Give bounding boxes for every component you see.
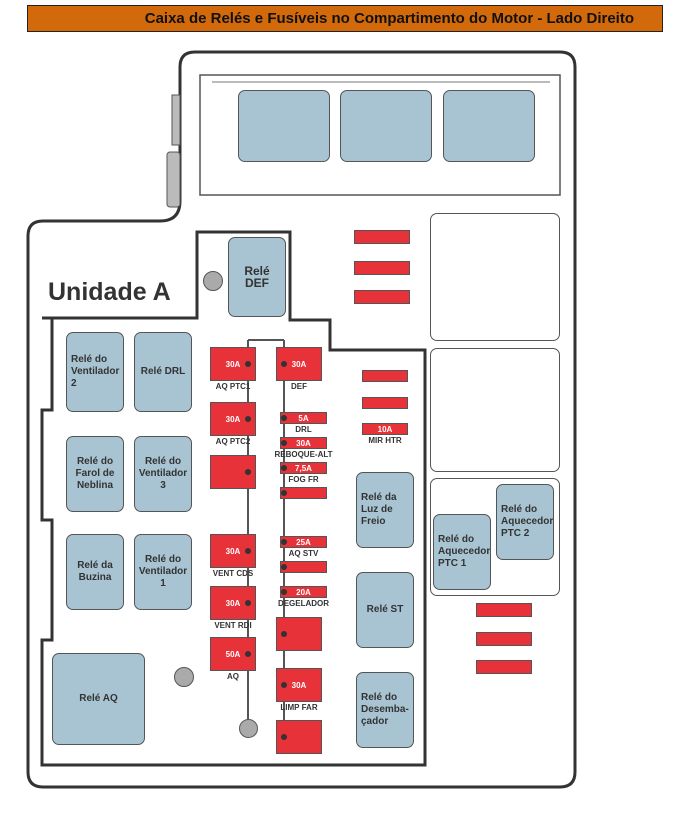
fuse[interactable]: 20A xyxy=(280,586,327,598)
relay-label: Relé do Aquecedor PTC 1 xyxy=(438,534,491,569)
fuse[interactable]: 30A xyxy=(280,437,327,449)
connection-dot xyxy=(245,548,251,554)
fuse[interactable]: 30A xyxy=(210,534,256,568)
relay-label: Relé DEF xyxy=(244,264,270,290)
fuse[interactable]: 30A xyxy=(210,347,256,381)
relay[interactable]: Relé da Buzina xyxy=(66,534,124,610)
fuse-label: VENT RDI xyxy=(214,621,252,630)
connection-dot xyxy=(281,682,287,688)
fuse-rating: 30A xyxy=(225,359,241,369)
mounting-bolt xyxy=(174,667,194,687)
connection-dot xyxy=(245,469,251,475)
fuse-rating: 50A xyxy=(225,649,241,659)
connection-dot xyxy=(245,651,251,657)
fuse-label: DRL xyxy=(295,425,312,434)
fuse[interactable] xyxy=(362,370,408,382)
fuse[interactable] xyxy=(476,603,532,617)
fuse[interactable]: 25A xyxy=(280,536,327,548)
top-relay-3[interactable] xyxy=(443,90,535,162)
fuse-label: VENT CDS xyxy=(212,569,254,578)
connection-dot xyxy=(281,589,287,595)
fuse[interactable] xyxy=(476,660,532,674)
fuse[interactable] xyxy=(354,261,410,275)
fuse[interactable] xyxy=(362,397,408,409)
mounting-bolt xyxy=(203,271,223,291)
fuse-label: FOG FR xyxy=(288,475,319,484)
fuse-label: DEGELADOR xyxy=(277,599,330,608)
relay-label: Relé do Aquecedor PTC 2 xyxy=(501,504,554,539)
connection-dot xyxy=(281,490,287,496)
connection-dot xyxy=(281,361,287,367)
relay[interactable]: Relé do Aquecedor PTC 2 xyxy=(496,484,554,560)
relay[interactable]: Relé AQ xyxy=(52,653,145,745)
fuse-rating: 30A xyxy=(291,680,307,690)
fuse-rating: 30A xyxy=(225,598,241,608)
empty-slot-2 xyxy=(430,348,560,472)
relay[interactable]: Relé ST xyxy=(356,572,414,648)
relay[interactable]: Relé do Ventilador 1 xyxy=(134,534,192,610)
relay-label: Relé do Ventilador 2 xyxy=(71,354,120,389)
connection-dot xyxy=(245,600,251,606)
connection-dot xyxy=(281,539,287,545)
relay-label: Relé da Luz de Freio xyxy=(361,492,397,527)
empty-slot-1 xyxy=(430,213,560,341)
fuse-rating: 30A xyxy=(291,359,307,369)
fuse[interactable]: 5A xyxy=(280,412,327,424)
fuse-label: AQ PTC1 xyxy=(215,382,251,391)
top-relay-2[interactable] xyxy=(340,90,432,162)
fuse-rating: 30A xyxy=(225,546,241,556)
relay[interactable]: Relé do Aquecedor PTC 1 xyxy=(433,514,491,590)
fuse[interactable] xyxy=(354,290,410,304)
mounting-bolt xyxy=(239,719,258,738)
fuse-rating: 5A xyxy=(298,413,309,423)
fuse[interactable] xyxy=(280,561,327,573)
fuse-rating: 30A xyxy=(296,438,311,448)
unit-a-label: Unidade A xyxy=(48,278,171,306)
relay[interactable]: Relé do Ventilador 3 xyxy=(134,436,192,512)
relay-label: Relé AQ xyxy=(79,693,118,704)
diagram-title: Caixa de Relés e Fusíveis no Compartimen… xyxy=(27,5,663,32)
fuse[interactable] xyxy=(476,632,532,646)
relay-label: Relé do Ventilador 1 xyxy=(138,554,188,589)
fuse[interactable] xyxy=(280,487,327,499)
fuse-label: REBOQUE-ALT xyxy=(274,450,333,459)
fuse-rating: 10A xyxy=(377,424,393,434)
fuse-rating: 25A xyxy=(296,537,311,547)
connection-dot xyxy=(281,415,287,421)
fuse[interactable] xyxy=(354,230,410,244)
relay-label: Relé do Desemba-çador xyxy=(361,692,409,727)
fuse[interactable]: 7,5A xyxy=(280,462,327,474)
relay-label: Relé ST xyxy=(366,604,404,615)
relay[interactable]: Relé do Desemba-çador xyxy=(356,672,414,748)
relay-label: Relé da Buzina xyxy=(77,560,113,583)
connection-dot xyxy=(281,564,287,570)
fuse-label: MIR HTR xyxy=(368,436,402,445)
fuse[interactable]: 30A xyxy=(276,668,322,702)
connection-dot xyxy=(281,734,287,740)
top-relay-1[interactable] xyxy=(238,90,330,162)
fuse-label: AQ xyxy=(227,672,239,681)
fuse-rating: 30A xyxy=(225,414,241,424)
relay-label: Relé do Farol de Neblina xyxy=(75,456,115,491)
connection-dot xyxy=(245,361,251,367)
fuse-rating: 7,5A xyxy=(295,463,312,473)
relay[interactable]: Relé DEF xyxy=(228,237,286,317)
fuse-label: AQ STV xyxy=(288,549,319,558)
connection-dot xyxy=(281,440,287,446)
relay-label: Relé DRL xyxy=(140,366,186,377)
fuse-label: DEF xyxy=(291,382,307,391)
fuse-label: LIMP FAR xyxy=(280,703,318,712)
relay[interactable]: Relé da Luz de Freio xyxy=(356,472,414,548)
fuse[interactable]: 10A xyxy=(362,423,408,435)
fuse-label: AQ PTC2 xyxy=(215,437,251,446)
fuse-rating: 20A xyxy=(296,587,311,597)
relay[interactable]: Relé DRL xyxy=(134,332,192,412)
relay[interactable]: Relé do Farol de Neblina xyxy=(66,436,124,512)
connection-dot xyxy=(281,631,287,637)
relay-label: Relé do Ventilador 3 xyxy=(138,456,188,491)
relay[interactable]: Relé do Ventilador 2 xyxy=(66,332,124,412)
connection-dot xyxy=(281,465,287,471)
connection-dot xyxy=(245,416,251,422)
